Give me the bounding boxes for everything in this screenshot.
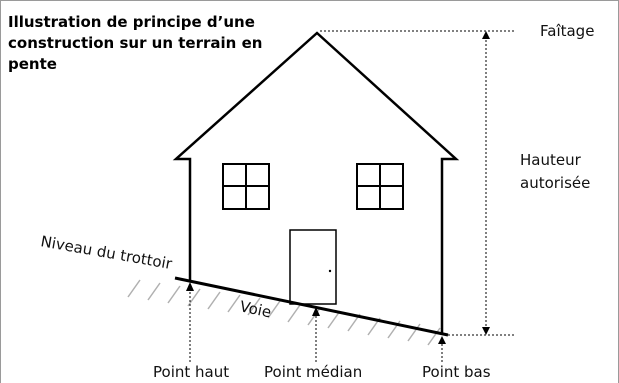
height-arrow-heads	[482, 31, 490, 335]
diagram-title: Illustration de principe d’une construct…	[8, 13, 263, 73]
label-hauteur-line2: autorisée	[520, 174, 590, 192]
door-knob	[328, 269, 332, 273]
label-niveau-trottoir: Niveau du trottoir	[39, 232, 174, 273]
label-faitage: Faîtage	[540, 22, 594, 40]
label-hauteur-line1: Hauteur	[520, 151, 582, 169]
point-arrow-heads	[186, 282, 446, 344]
house	[172, 31, 460, 335]
door	[289, 229, 337, 305]
label-point-bas: Point bas	[422, 363, 491, 381]
label-voie: Voie	[238, 297, 273, 321]
slope-line	[174, 276, 449, 337]
label-point-haut: Point haut	[153, 363, 229, 381]
ground-hatching	[127, 279, 441, 346]
point-arrows	[189, 288, 443, 362]
height-reference-lines	[320, 30, 515, 336]
window-right	[356, 163, 404, 210]
label-point-median: Point médian	[264, 363, 362, 381]
window-left	[222, 163, 270, 210]
house-roof-and-walls	[172, 31, 460, 335]
